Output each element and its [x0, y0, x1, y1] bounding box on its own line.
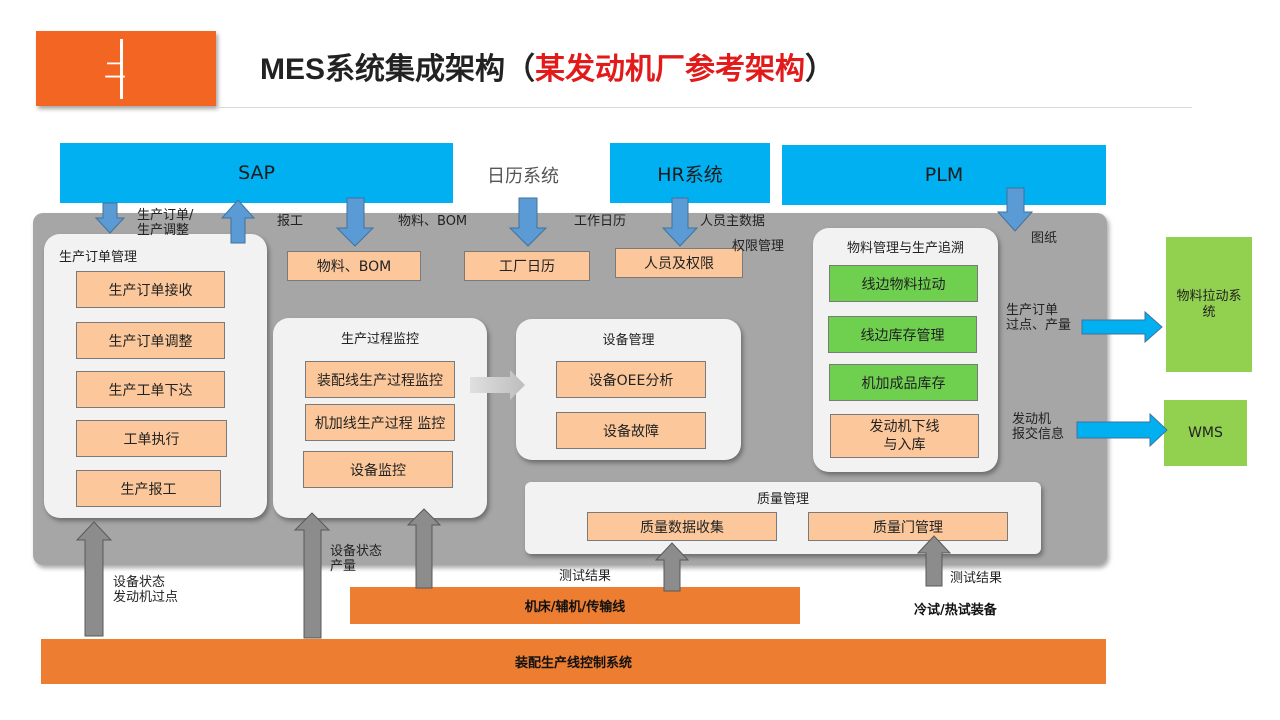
equipment-item-label: 设备OEE分析: [588, 372, 674, 389]
trace-item: 线边物料拉动: [829, 265, 978, 302]
order-item: 生产订单接收: [76, 271, 225, 308]
material-pull-system-box: 物料拉动系 统: [1166, 237, 1252, 372]
factory-calendar-box-label: 工厂日历: [499, 259, 555, 275]
page-title-highlight: 某发动机厂参考架构: [535, 53, 806, 86]
personnel-permission-box: 人员及权限: [615, 248, 743, 278]
drawing-label: 图纸: [1031, 231, 1058, 246]
order-item-label: 生产订单接收: [108, 282, 193, 299]
material-bom-box: 物料、BOM: [287, 251, 421, 281]
section-badge: 二: [36, 31, 216, 106]
permission-mgmt-label: 权限管理: [732, 239, 785, 254]
down-arrow-icon: [335, 197, 375, 247]
equip-status-engine-pass-label: 设备状态 发动机过点: [113, 575, 179, 605]
right-arrow-icon: [470, 370, 525, 400]
cold-hot-test-label: 冷试/热试装备: [914, 603, 997, 618]
section-divider: [120, 39, 123, 99]
report-label: 报工: [277, 214, 304, 229]
equip-status-output-label: 设备状态 产量: [330, 544, 383, 574]
down-arrow-icon: [508, 197, 548, 247]
material-pull-system-label: 物料拉动系 统: [1176, 288, 1242, 320]
up-arrow-icon: [75, 521, 113, 637]
factory-calendar-box: 工厂日历: [464, 251, 590, 281]
material-trace-title: 物料管理与生产追溯: [846, 241, 964, 256]
assembly-control-bar: 装配生产线控制系统: [41, 639, 1106, 684]
equipment-item-label: 设备故障: [603, 423, 659, 440]
order-adjust-label: 生产订单/ 生产调整: [137, 208, 194, 238]
order-item-label: 生产报工: [120, 481, 177, 498]
equipment-mgmt-title: 设备管理: [602, 333, 655, 348]
engine-offline-info-label: 发动机 报交信息: [1012, 412, 1065, 442]
material-bom-label: 物料、BOM: [398, 214, 468, 229]
down-arrow-icon: [661, 197, 699, 247]
up-arrow-icon: [406, 508, 442, 589]
up-arrow-icon: [916, 535, 952, 587]
trace-item-label: 发动机下线 与入库: [869, 419, 940, 453]
trace-item-label: 线边物料拉动: [861, 276, 946, 293]
process-monitor-title: 生产过程监控: [340, 332, 419, 347]
monitor-item-label: 机加线生产过程 监控: [314, 415, 446, 432]
page-title: MES系统集成架构（某发动机厂参考架构）: [260, 44, 836, 86]
work-calendar-label: 工作日历: [574, 214, 627, 229]
quality-item: 质量门管理: [808, 512, 1008, 541]
test-result-label: 测试结果: [950, 571, 1003, 586]
sap-label: SAP: [238, 162, 275, 184]
trace-item: 线边库存管理: [828, 316, 977, 353]
monitor-item-label: 装配线生产过程监控: [317, 372, 443, 389]
machine-line-bar: 机床/辅机/传输线: [350, 587, 800, 624]
quality-item-label: 质量数据收集: [640, 519, 724, 536]
quality-item: 质量数据收集: [587, 512, 777, 541]
quality-item-label: 质量门管理: [873, 519, 943, 536]
test-result-label: 测试结果: [559, 569, 612, 584]
hr-label: HR系统: [657, 163, 723, 186]
trace-item-label: 机加成品库存: [861, 375, 946, 392]
trace-item: 发动机下线 与入库: [830, 414, 979, 458]
sap-box: SAP: [60, 143, 453, 203]
wms-box: WMS: [1164, 400, 1247, 466]
calendar-system-label: 日历系统: [487, 166, 559, 187]
equipment-item: 设备OEE分析: [556, 361, 706, 398]
order-item: 生产报工: [76, 470, 221, 507]
quality-mgmt-title: 质量管理: [756, 492, 809, 507]
personnel-data-label: 人员主数据: [700, 214, 766, 229]
assembly-control-label: 装配生产线控制系统: [514, 656, 632, 671]
monitor-item: 设备监控: [303, 451, 453, 488]
header-rule: [216, 107, 1192, 108]
material-bom-box-label: 物料、BOM: [316, 259, 392, 275]
down-arrow-icon: [996, 187, 1034, 232]
personnel-permission-box-label: 人员及权限: [644, 256, 714, 272]
plm-box: PLM: [782, 145, 1106, 205]
up-arrow-icon: [220, 199, 256, 244]
order-item-label: 生产工单下达: [108, 382, 193, 399]
order-item-label: 工单执行: [123, 431, 180, 448]
monitor-item: 装配线生产过程监控: [305, 361, 455, 398]
order-item-label: 生产订单调整: [108, 333, 193, 350]
order-item: 生产工单下达: [76, 371, 225, 408]
order-item: 工单执行: [76, 420, 227, 457]
monitor-item: 机加线生产过程 监控: [305, 404, 455, 441]
plm-label: PLM: [924, 164, 964, 186]
monitor-item-label: 设备监控: [350, 462, 406, 479]
equipment-item: 设备故障: [556, 412, 706, 449]
wms-label: WMS: [1188, 425, 1223, 441]
trace-item-label: 线边库存管理: [860, 327, 945, 344]
order-item: 生产订单调整: [76, 322, 225, 359]
page-title-main: MES系统集成架构（: [260, 53, 536, 86]
machine-line-label: 机床/辅机/传输线: [524, 600, 626, 615]
up-arrow-icon: [654, 542, 690, 592]
page-title-end: ）: [805, 53, 836, 86]
down-arrow-icon: [94, 202, 126, 234]
order-pass-output-label: 生产订单 过点、产量: [1006, 303, 1072, 333]
order-mgmt-title: 生产订单管理: [59, 250, 138, 265]
up-arrow-icon: [293, 512, 331, 639]
right-arrow-icon: [1081, 310, 1163, 344]
hr-box: HR系统: [610, 143, 770, 203]
trace-item: 机加成品库存: [829, 364, 978, 401]
right-arrow-icon: [1076, 412, 1168, 448]
